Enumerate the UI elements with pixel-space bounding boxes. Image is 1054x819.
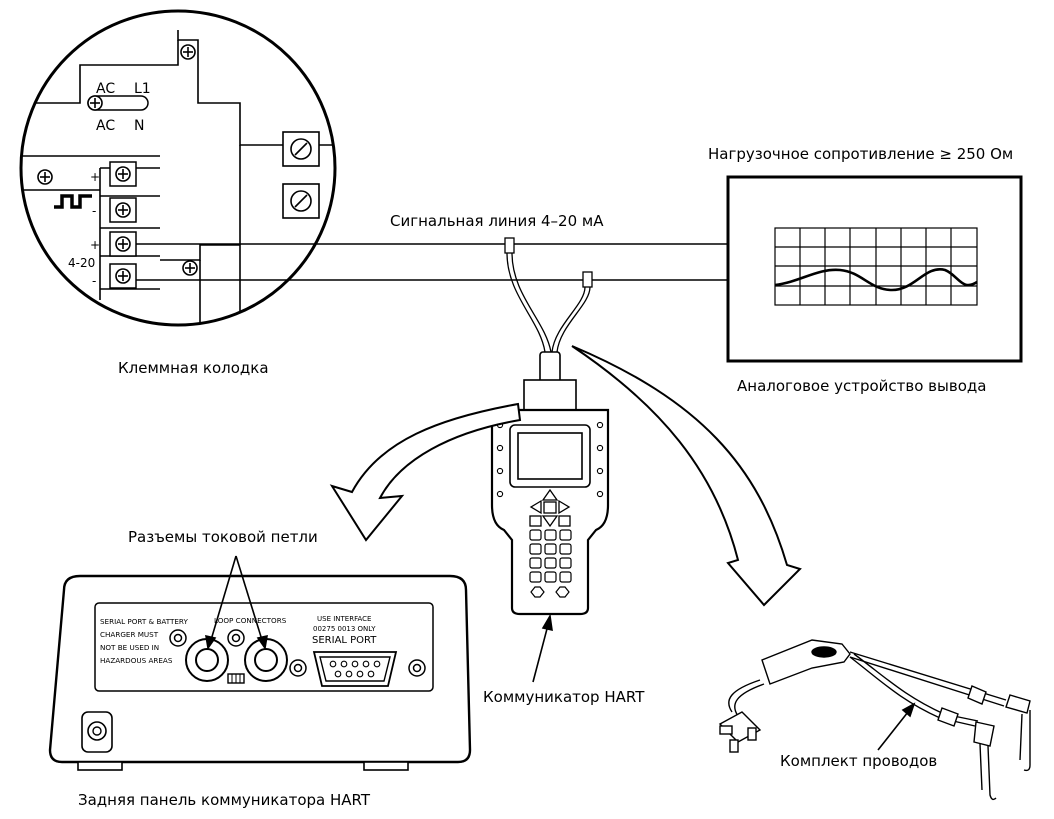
ground-screw-icon xyxy=(37,169,53,185)
hart-communicator xyxy=(490,351,610,616)
arrow-to-back-panel xyxy=(329,402,522,542)
lead-set-label: Комплект проводов xyxy=(780,752,938,770)
analog-output-device xyxy=(726,175,1023,363)
signal-lines xyxy=(136,243,728,281)
l1-label: L1 xyxy=(134,81,151,97)
loop-connectors-text: LOOP CONNECTORS xyxy=(214,616,287,625)
warning-text: NOT BE USED IN xyxy=(100,643,159,652)
use-interface-text: USE INTERFACE xyxy=(317,615,371,623)
signal-waveform xyxy=(774,268,978,292)
lcd-screen xyxy=(517,432,583,480)
warning-text: CHARGER MUST xyxy=(100,630,159,639)
arrow-keypad xyxy=(529,488,571,528)
n-label: N xyxy=(134,118,144,134)
terminal-block: AC L1 AC N + - + 4-20 - xyxy=(19,9,337,327)
analog-output-label: Аналоговое устройство вывода xyxy=(737,377,987,395)
use-interface-text: 00275 0013 ONLY xyxy=(313,625,376,633)
hart-leads xyxy=(506,252,591,353)
loop-connectors-label: Разъемы токовой петли xyxy=(128,528,318,546)
bracket-screw-icon xyxy=(182,260,198,276)
number-keypad xyxy=(529,529,572,598)
range-label: 4-20 xyxy=(68,256,95,270)
terminal-block-label: Клеммная колодка xyxy=(118,359,269,377)
terminal-screw-icon xyxy=(115,202,131,218)
plus-label: + xyxy=(90,238,100,252)
signal-line-label: Сигнальная линия 4–20 мА xyxy=(390,212,604,230)
hart-communicator-label: Коммуникатор HART xyxy=(483,688,645,706)
ac-label: AC xyxy=(96,118,115,134)
terminal-screw-icon xyxy=(115,268,131,284)
arrow-to-lead-set xyxy=(571,345,802,607)
pulse-output-icon xyxy=(54,194,92,209)
minus-label: - xyxy=(92,204,96,218)
recorder-grid xyxy=(774,227,978,306)
hook-clip-icon xyxy=(937,707,997,801)
load-resistance-label: Нагрузочное сопротивление ≥ 250 Ом xyxy=(708,145,1014,163)
loop-connector-sockets xyxy=(185,638,288,682)
warning-text: SERIAL PORT & BATTERY xyxy=(100,617,188,626)
clip-icon xyxy=(582,271,593,288)
lead-set xyxy=(728,639,1007,727)
terminal-screw-icon xyxy=(115,236,131,252)
communicator-pointer xyxy=(532,613,553,683)
back-panel-label: Задняя панель коммуникатора HART xyxy=(78,791,371,809)
mounting-screw-icon xyxy=(180,44,196,60)
back-panel: SERIAL PORT & BATTERY CHARGER MUST NOT B… xyxy=(48,574,472,771)
minus-label: - xyxy=(92,274,96,288)
terminal-screw-icon xyxy=(115,166,131,182)
loop-connector-pointers xyxy=(205,555,268,651)
lead-set-pointer xyxy=(877,702,916,751)
ac-screw-icon xyxy=(87,95,103,111)
hook-clip-icon xyxy=(967,685,1031,772)
warning-text: HAZARDOUS AREAS xyxy=(100,656,173,665)
ac-label: AC xyxy=(96,81,115,97)
clip-icon xyxy=(504,237,515,254)
banana-plug-icon xyxy=(718,711,762,753)
serial-port-text: SERIAL PORT xyxy=(312,635,377,646)
plus-label: + xyxy=(90,170,100,184)
